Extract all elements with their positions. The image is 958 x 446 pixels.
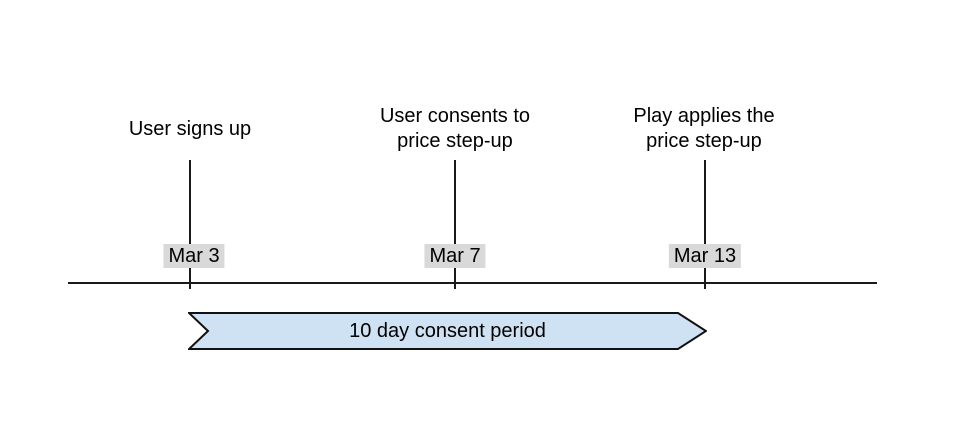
- event-tick-mar-3: [189, 160, 191, 289]
- event-date-mar-13: Mar 13: [668, 244, 742, 268]
- event-date-mar-3: Mar 3: [163, 244, 225, 268]
- consent-period-banner: 10 day consent period: [188, 312, 707, 350]
- chevron-ribbon-shape: [188, 312, 707, 350]
- event-label-user-consents: User consents to price step-up: [379, 105, 531, 152]
- chevron-ribbon-path: [188, 312, 707, 350]
- event-label-user-signs-up: User signs up: [128, 118, 252, 140]
- event-label-play-applies: Play applies the price step-up: [633, 105, 775, 152]
- event-date-mar-7: Mar 7: [424, 244, 486, 268]
- timeline-axis-line: [68, 282, 877, 284]
- event-tick-mar-13: [704, 160, 706, 289]
- consent-period-label: 10 day consent period: [349, 319, 546, 342]
- event-tick-mar-7: [454, 160, 456, 289]
